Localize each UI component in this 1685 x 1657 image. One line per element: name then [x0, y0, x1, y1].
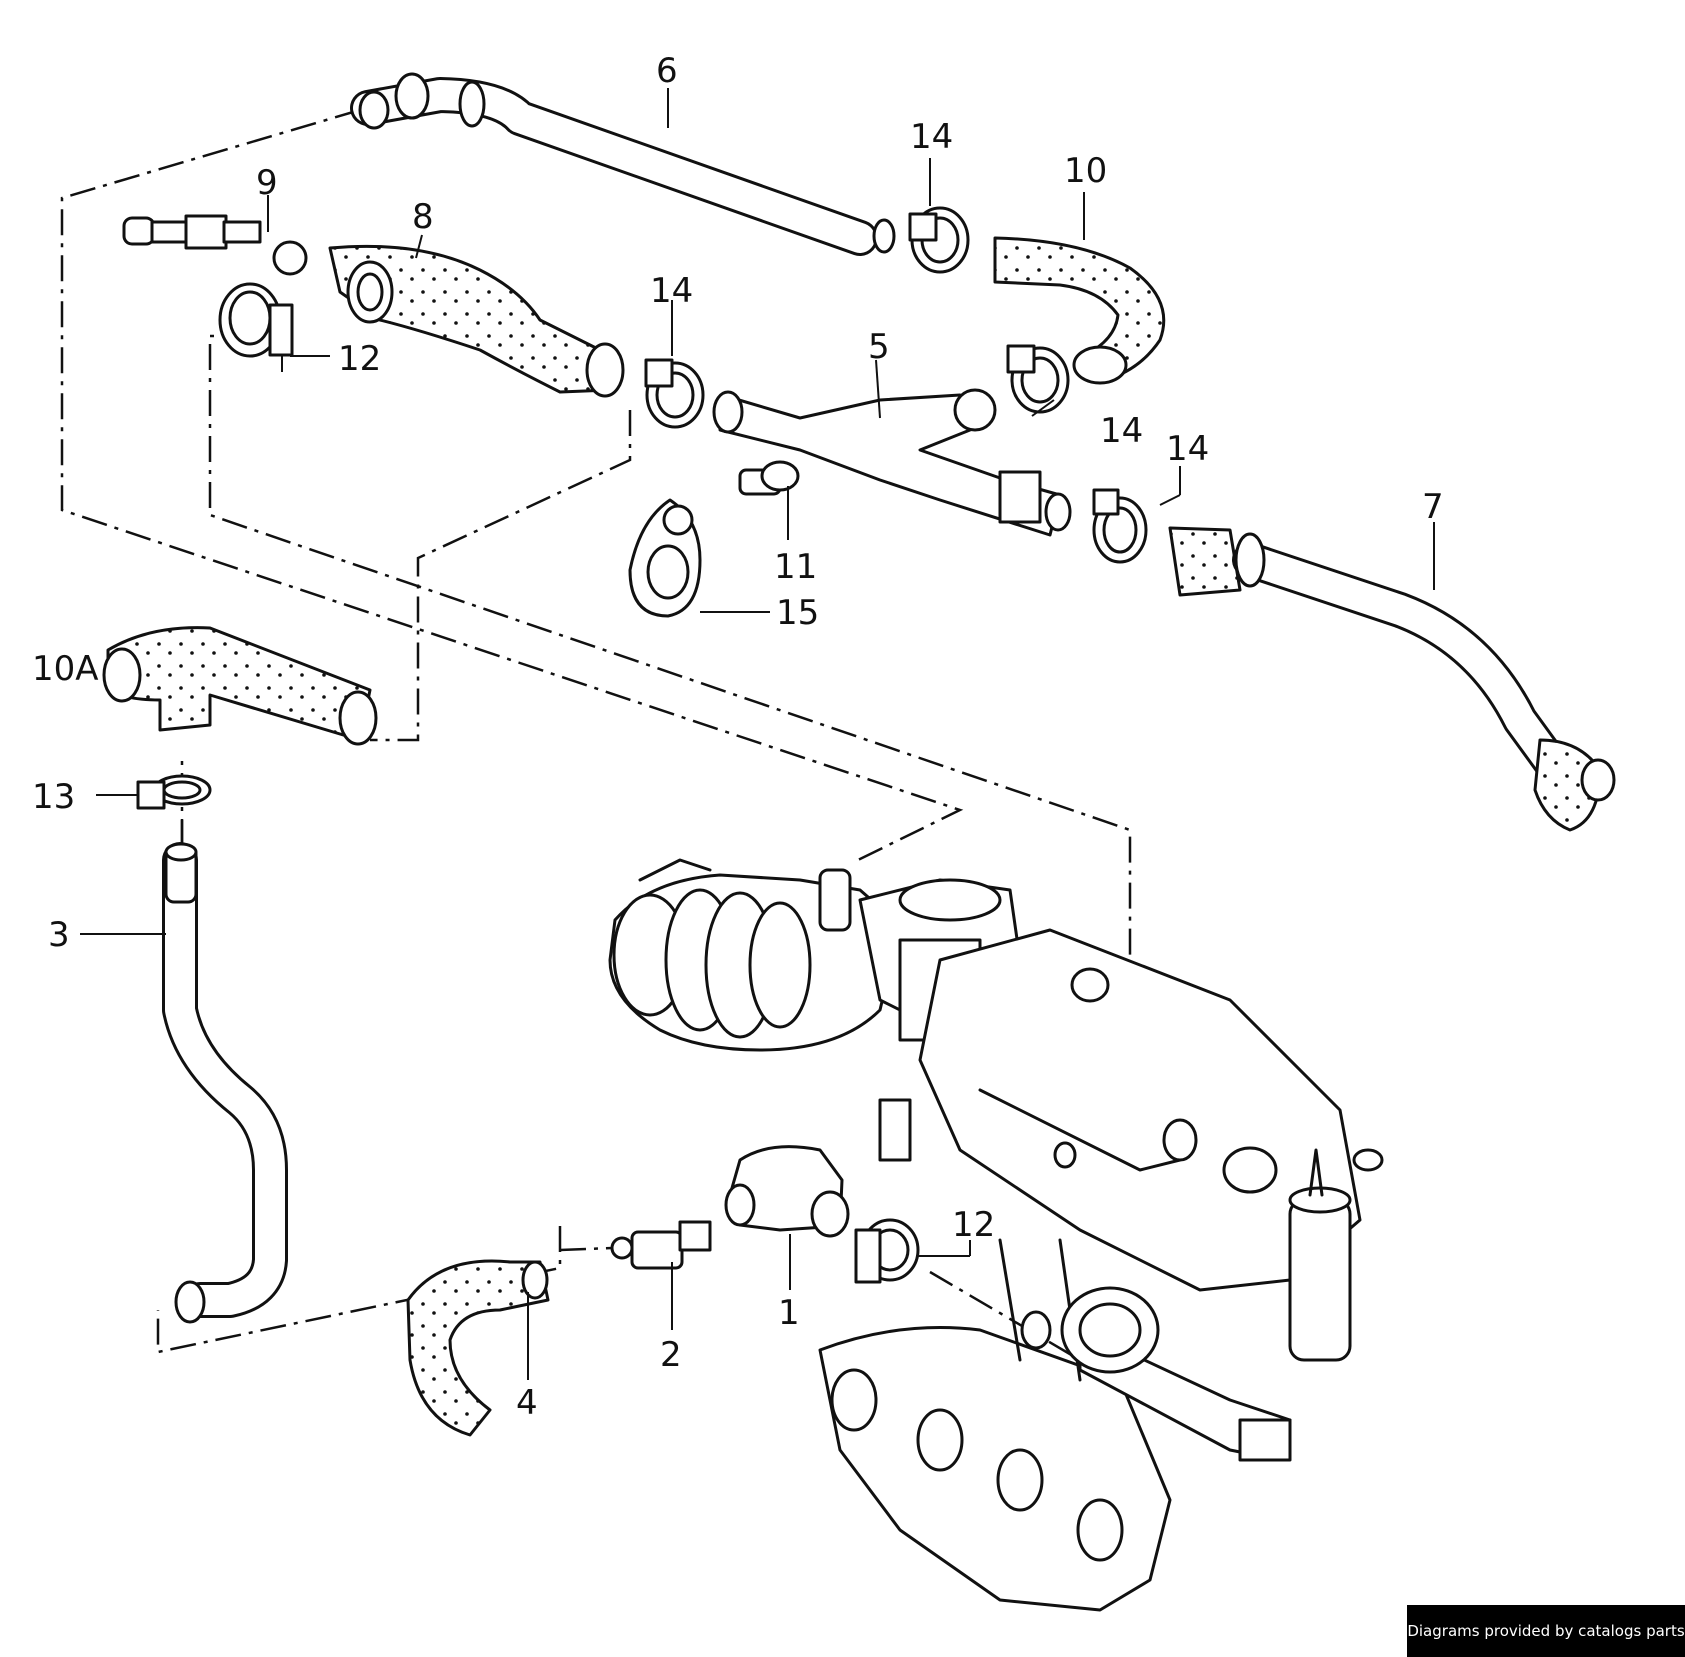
label-part-12-upper: 12: [338, 339, 381, 379]
part-13-clamp: [136, 774, 212, 810]
part-9-connector: [122, 214, 308, 276]
label-part-5: 5: [868, 327, 890, 367]
part-2-connector: [610, 1220, 712, 1270]
intake-manifold-assembly: [608, 858, 1384, 1612]
label-part-13: 13: [32, 777, 75, 817]
label-part-15: 15: [776, 593, 819, 633]
part-12-upper-clamp: [218, 282, 294, 372]
label-part-12-lower: 12: [952, 1205, 995, 1245]
callout-leaders: [80, 88, 1435, 1380]
label-part-11: 11: [774, 547, 817, 587]
part-10a-hose: [102, 626, 378, 746]
label-part-14-top: 14: [910, 117, 953, 157]
part-1-t-connector: [724, 1145, 850, 1238]
label-part-1: 1: [778, 1293, 800, 1333]
part-10-hose: [993, 236, 1166, 385]
label-part-9: 9: [256, 163, 278, 203]
label-part-14-mid: 14: [650, 271, 693, 311]
part-4-hose: [406, 1259, 550, 1437]
assembly-guide-lines: [60, 108, 1132, 1362]
part-number-labels: 6 14 10 9 8 14 12 5 14 14 7 11 15 10A 13…: [32, 51, 1444, 1423]
part-6-pipe: [350, 72, 896, 256]
label-part-14-right: 14: [1100, 411, 1143, 451]
label-part-8: 8: [412, 197, 434, 237]
label-part-10a: 10A: [32, 649, 99, 689]
part-11-15-bolt-clamp: [628, 460, 800, 618]
credit-banner: Diagrams provided by catalogs parts: [1407, 1605, 1685, 1657]
part-5-t-piece: [712, 388, 1072, 537]
part-7-pipe: [1168, 526, 1616, 832]
label-part-2: 2: [660, 1335, 682, 1375]
label-part-7: 7: [1422, 487, 1444, 527]
part-8-hose: [328, 244, 625, 398]
label-part-3: 3: [48, 915, 70, 955]
part-12-lower-clamp: [854, 1218, 920, 1284]
part-3-pipe: [162, 842, 288, 1324]
label-part-6: 6: [656, 51, 678, 91]
label-part-14-far-right: 14: [1166, 429, 1209, 469]
label-part-10: 10: [1064, 151, 1107, 191]
label-part-4: 4: [516, 1383, 538, 1423]
part-14-clamps: [644, 206, 1148, 564]
